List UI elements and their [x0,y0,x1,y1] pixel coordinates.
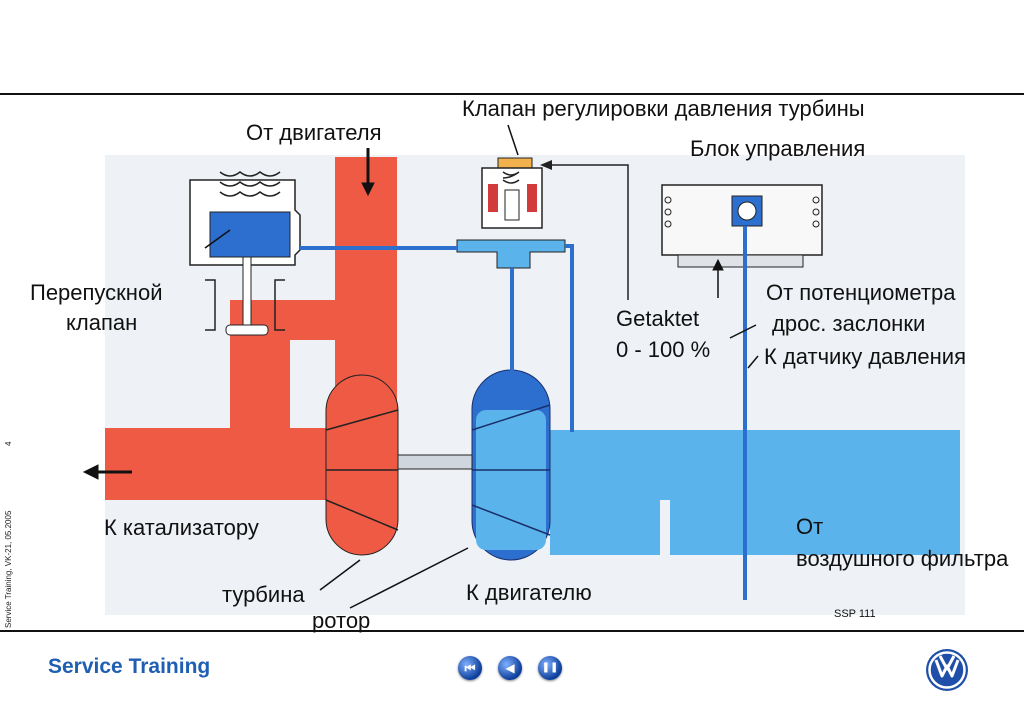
course-info: Service Training, VK-21, 05.2005 [4,510,13,628]
bypass-valve-label-2: клапан [66,310,138,335]
turbine-label: турбина [222,582,305,607]
from-filter-label-2: воздушного фильтра [796,546,1009,571]
signal-arrow [540,160,552,170]
rotor-label: ротор [312,608,371,633]
from-filter-label-1: От [796,514,824,539]
top-rule [0,93,1024,95]
bottom-rule [0,630,1024,632]
footer-title: Service Training [48,655,211,678]
leader-lines [204,124,759,609]
to-catalyst-label: К катализатору [104,515,259,540]
nav-first-button[interactable]: ⏮ [458,656,482,680]
pneumatic-lines [300,244,574,432]
bypass-valve-label-1: Перепускной [30,280,163,305]
flow-arrows [82,148,724,480]
to-engine-label: К двигателю [466,580,592,605]
engine-control-unit [661,184,823,268]
control-unit-label: Блок управления [690,136,866,161]
signal-line [546,164,629,300]
page-number: 4 [4,441,13,446]
pressure-sensor-label: К датчику давления [764,344,967,369]
pause-icon: ❚❚ [541,662,559,673]
ssp-number: SSP 111 [834,608,876,620]
cold-air-duct [520,430,960,555]
compressor-housing [471,369,551,561]
boost-valve-label: Клапан регулировки давления турбины [462,96,865,121]
nav-pause-button[interactable]: ❚❚ [538,656,562,680]
rewind-icon: ⏮ [464,661,476,675]
boost-control-valve [456,157,566,269]
nav-prev-button[interactable]: ◀ [498,656,522,680]
throttle-pot-label-2: дрос. заслонки [772,311,926,336]
from-engine-label: От двигателя [246,120,382,145]
turbine-housing [325,374,399,556]
getaktet-label: Getaktet [616,306,700,331]
turbo-shaft [397,454,473,470]
duty-range-label: 0 - 100 % [616,337,711,362]
vw-logo [926,649,968,691]
throttle-pot-label-1: От потенциометра [766,280,956,305]
back-icon: ◀ [505,661,515,675]
